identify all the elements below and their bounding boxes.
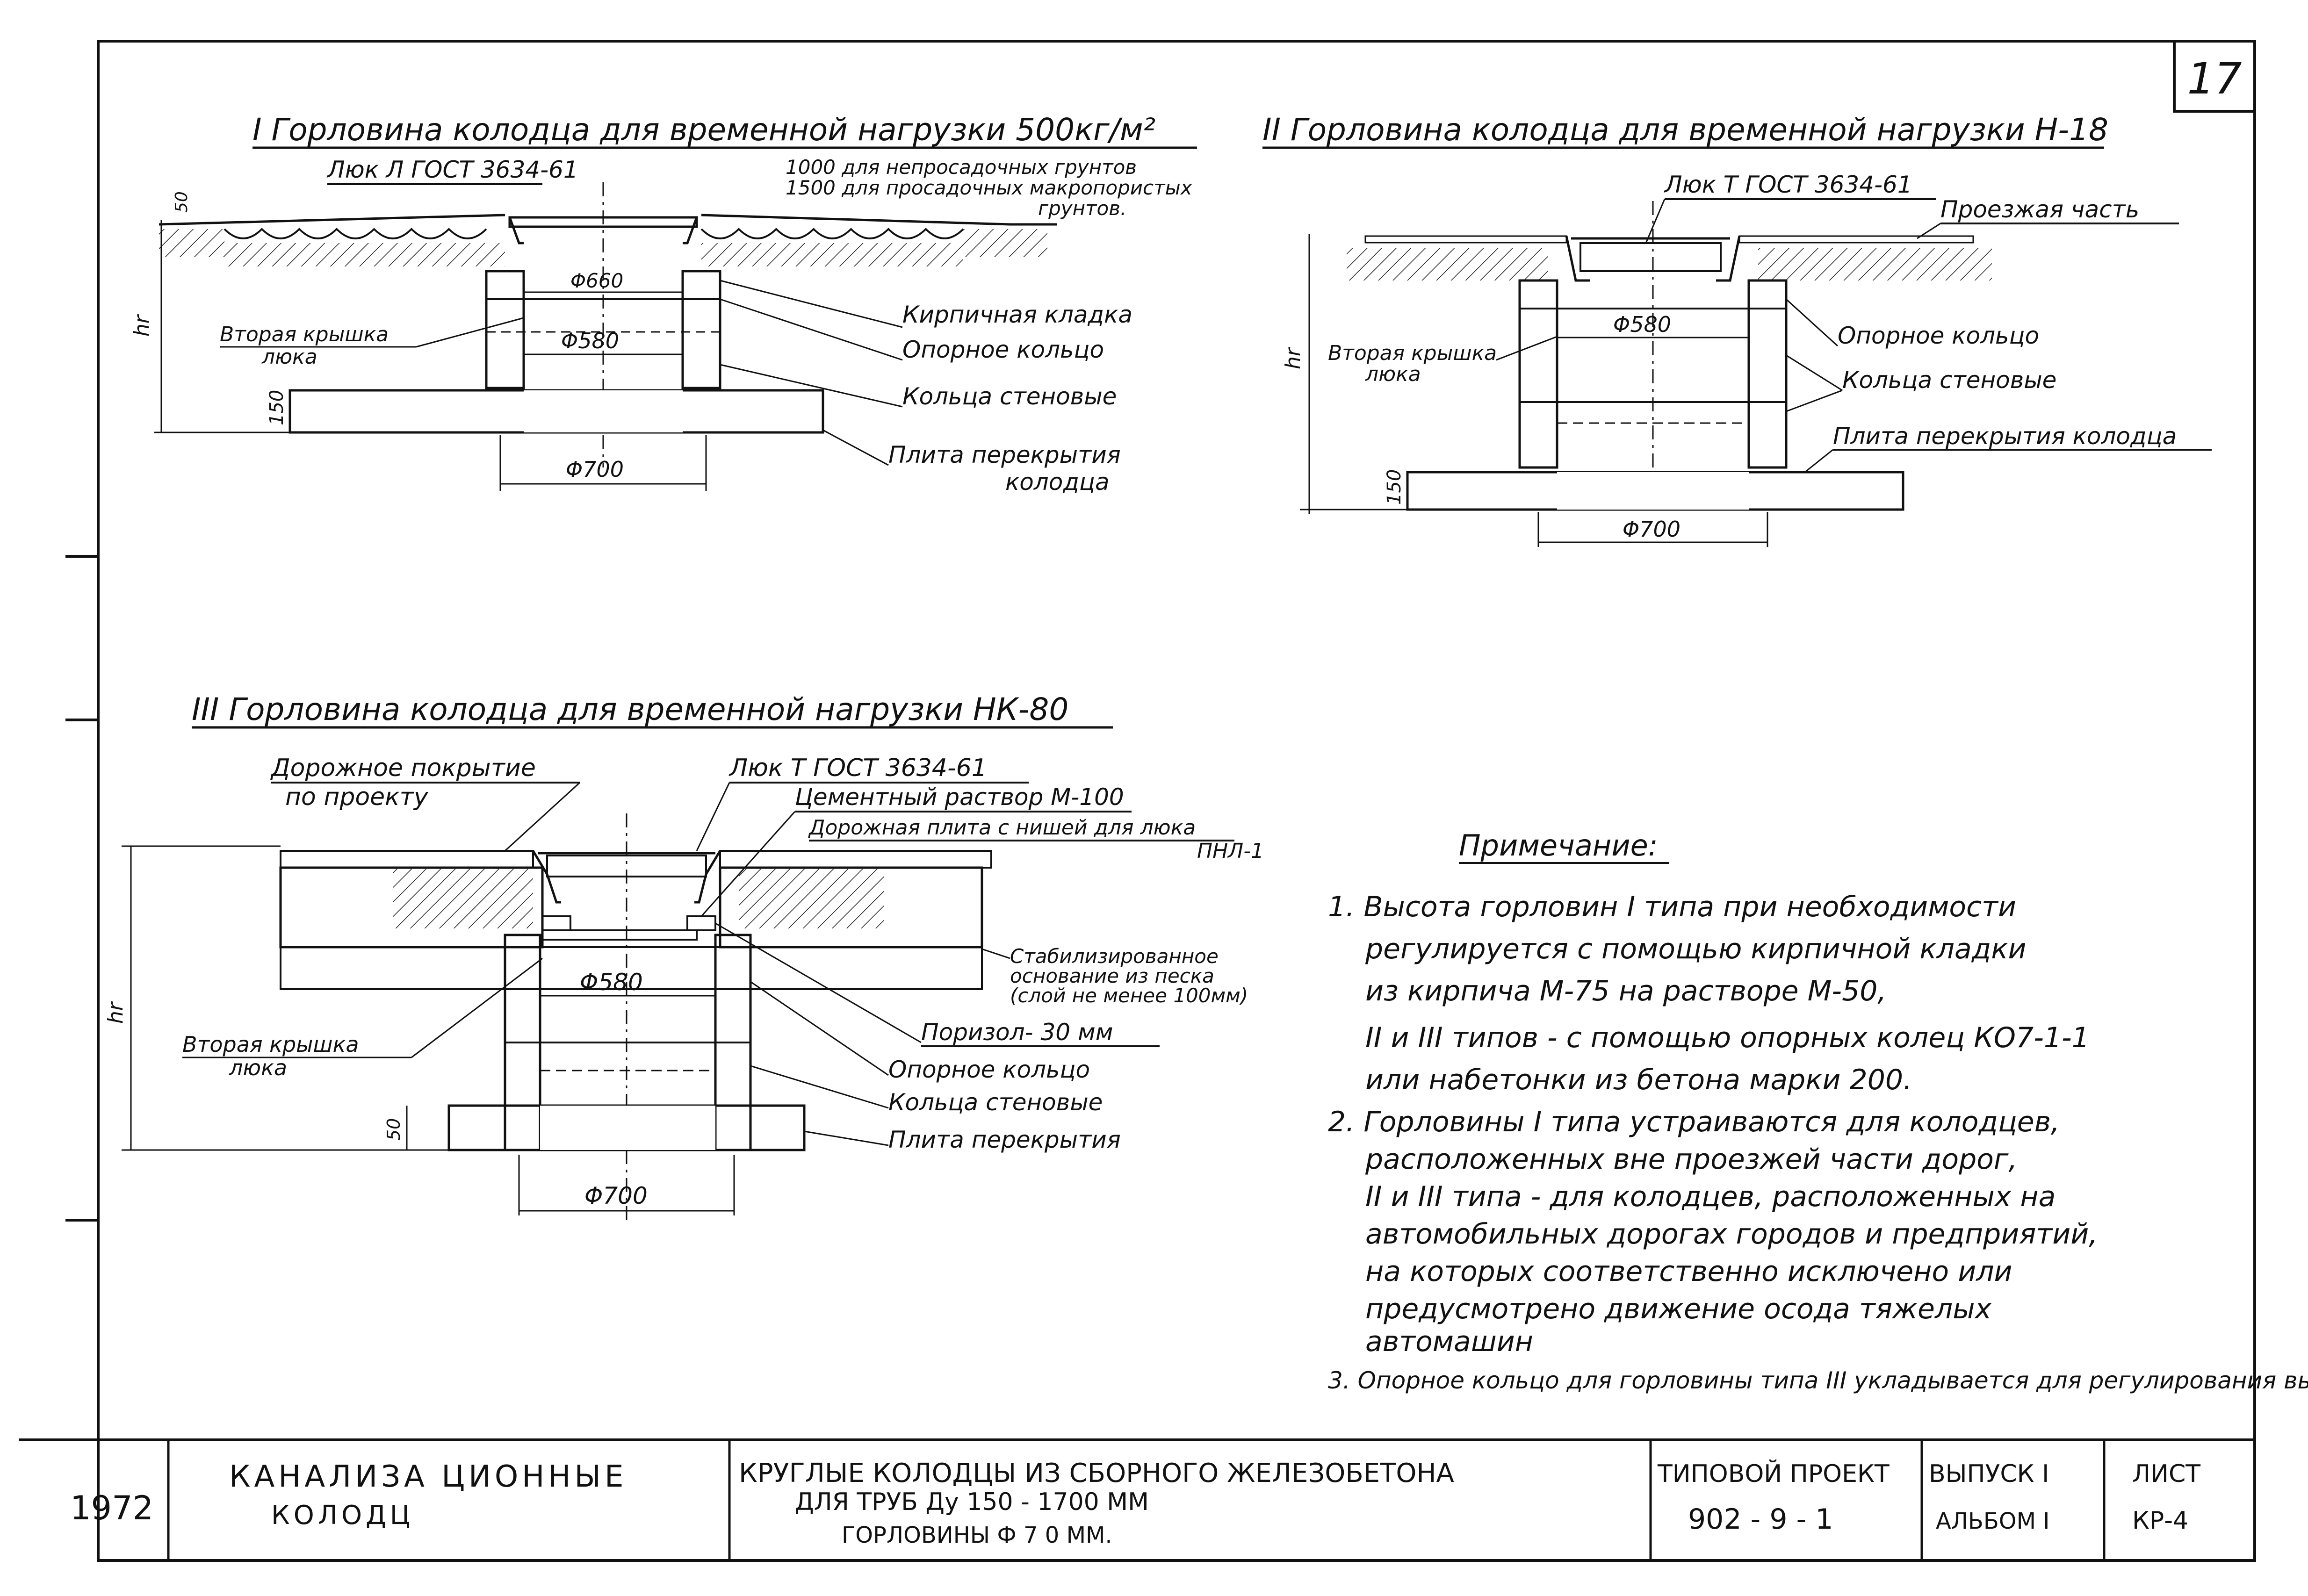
d3-stabilized-2: основание из песка: [1010, 964, 1214, 987]
tb-org-2: КОЛОДЦ: [271, 1500, 414, 1531]
tb-project-value: 902 - 9 - 1: [1688, 1503, 1833, 1536]
d3-road-cover-2: по проекту: [285, 783, 429, 811]
tb-title-3: ГОРЛОВИНЫ Ф 7 0 ММ.: [842, 1522, 1112, 1548]
notes-heading: Примечание:: [1459, 828, 1658, 863]
d1-second-cover-2: люка: [261, 345, 317, 369]
d3-wall-rings: Кольца стеновые: [888, 1089, 1103, 1116]
diagram-2-hatch-label: Люк Т ГОСТ 3634-61: [1664, 171, 1912, 198]
d3-cement: Цементный раствор М-100: [795, 784, 1124, 811]
d3-second-cover: Вторая крышка: [182, 1032, 359, 1057]
d2-dim-700: Φ700: [1623, 517, 1681, 542]
tb-issue-value: АЛЬБОМ I: [1936, 1508, 2049, 1534]
sheet-number-box: [2173, 40, 2256, 113]
notes-block: Примечание: 1. Высота горловин I типа пр…: [1328, 828, 2308, 1394]
d2-second-cover: Вторая крышка: [1328, 341, 1497, 365]
d1-slab-2: колодца: [1005, 468, 1110, 496]
note-line: из кирпича М-75 на растворе М-50,: [1365, 975, 1886, 1007]
d3-dim-50: 50: [383, 1118, 404, 1141]
d2-dim-hr: hr: [1281, 346, 1305, 369]
d3-dim-hr: hr: [104, 1001, 128, 1024]
diagram-3-title: III Горловина колодца для временной нагр…: [192, 691, 1068, 727]
diagram-1-title: I Горловина колодца для временной нагруз…: [252, 112, 1155, 148]
tb-sheet-value: КР-4: [2132, 1507, 2188, 1535]
d3-dim-700: Φ700: [584, 1182, 648, 1209]
tb-issue-label: ВЫПУСК I: [1929, 1460, 2049, 1488]
d2-support-ring: Опорное кольцо: [1838, 322, 2039, 349]
diagram-type-2: II Горловина колодца для временной нагру…: [1262, 112, 2212, 547]
note-1500: 1500 для просадочных макропористых: [786, 176, 1193, 199]
d1-dim-hr: hr: [130, 314, 154, 337]
d1-dim-660: Φ660: [570, 269, 623, 292]
note-line: II и III типа - для колодцев, расположен…: [1365, 1180, 2056, 1213]
d1-dim-150: 150: [266, 390, 288, 425]
d3-stabilized-3: (слой не менее 100мм): [1010, 984, 1248, 1007]
d3-second-cover-2: люка: [229, 1055, 287, 1080]
note-line: или набетонки из бетона марки 200.: [1365, 1064, 1912, 1096]
d2-dim-580: Φ580: [1613, 312, 1671, 337]
d2-wall-rings: Кольца стеновые: [1842, 367, 2056, 394]
d1-brick: Кирпичная кладка: [902, 301, 1132, 328]
d1-wall-rings: Кольца стеновые: [902, 383, 1117, 410]
tb-year: 1972: [70, 1489, 153, 1527]
sheet-number: 17: [2187, 54, 2242, 104]
tb-org-1: КАНАЛИЗА ЦИОННЫЕ: [229, 1459, 627, 1494]
diagram-2-title: II Горловина колодца для временной нагру…: [1262, 112, 2108, 148]
tb-sheet-label: ЛИСТ: [2132, 1460, 2200, 1488]
d2-second-cover-2: люка: [1365, 362, 1421, 386]
d1-second-cover: Вторая крышка: [220, 323, 389, 346]
d3-support-ring: Опорное кольцо: [888, 1056, 1090, 1083]
sheet-frame: [97, 40, 2256, 1562]
d3-hatch-label: Люк Т ГОСТ 3634-61: [728, 754, 987, 782]
tb-project-label: ТИПОВОЙ ПРОЕКТ: [1657, 1459, 1890, 1488]
note-line: расположенных вне проезжей части дорог,: [1365, 1143, 2017, 1176]
diagram-1-hatch-label: Люк Л ГОСТ 3634-61: [326, 156, 578, 183]
d3-road-slab: Дорожная плита с нишей для люка: [808, 816, 1196, 840]
d2-slab: Плита перекрытия колодца: [1833, 423, 2177, 450]
d1-support-ring: Опорное кольцо: [902, 336, 1104, 363]
note-line: II и III типов - с помощью опорных колец…: [1365, 1021, 2090, 1054]
note-line: предусмотрено движение осода тяжелых: [1365, 1293, 1992, 1325]
d3-slab: Плита перекрытия: [888, 1126, 1121, 1153]
diagram-type-3: III Горловина колодца для временной нагр…: [104, 691, 1264, 1225]
note-line: 1. Высота горловин I типа при необходимо…: [1328, 891, 2016, 923]
note-ground: грунтов.: [1038, 197, 1126, 220]
d1-slab: Плита перекрытия: [888, 441, 1121, 468]
d3-road-slab-2: ПНЛ-1: [1197, 839, 1264, 863]
d3-porizol: Поризол- 30 мм: [921, 1019, 1113, 1046]
title-block: 1972 КАНАЛИЗА ЦИОННЫЕ КОЛОДЦ КРУГЛЫЕ КОЛ…: [19, 1438, 2255, 1560]
d1-dim-50: 50: [172, 191, 191, 213]
d2-dim-150: 150: [1384, 469, 1405, 505]
d3-dim-580: Φ580: [580, 969, 643, 996]
d1-dim-700: Φ700: [566, 457, 624, 482]
note-line: регулируется с помощью кирпичной кладки: [1365, 933, 2027, 965]
note-line: 2. Горловины I типа устраиваются для кол…: [1328, 1106, 2060, 1138]
note-1000: 1000 для непросадочных грунтов: [786, 156, 1137, 179]
tb-title-1: КРУГЛЫЕ КОЛОДЦЫ ИЗ СБОРНОГО ЖЕЛЕЗОБЕТОНА: [739, 1458, 1454, 1488]
d3-road-cover: Дорожное покрытие: [270, 754, 536, 782]
d3-stabilized: Стабилизированное: [1010, 945, 1219, 968]
note-line: на которых соответственно исключено или: [1365, 1255, 2012, 1288]
note-line: автомашин: [1365, 1325, 1533, 1358]
note-line: 3. Опорное кольцо для горловины типа III…: [1328, 1367, 2308, 1394]
tb-title-2: ДЛЯ ТРУБ Ду 150 - 1700 ММ: [795, 1488, 1149, 1516]
diagram-type-1: I Горловина колодца для временной нагруз…: [130, 112, 1197, 496]
note-line: автомобильных дорогах городов и предприя…: [1365, 1218, 2098, 1251]
d2-roadway: Проезжая часть: [1940, 196, 2139, 223]
d1-dim-580: Φ580: [561, 328, 619, 353]
